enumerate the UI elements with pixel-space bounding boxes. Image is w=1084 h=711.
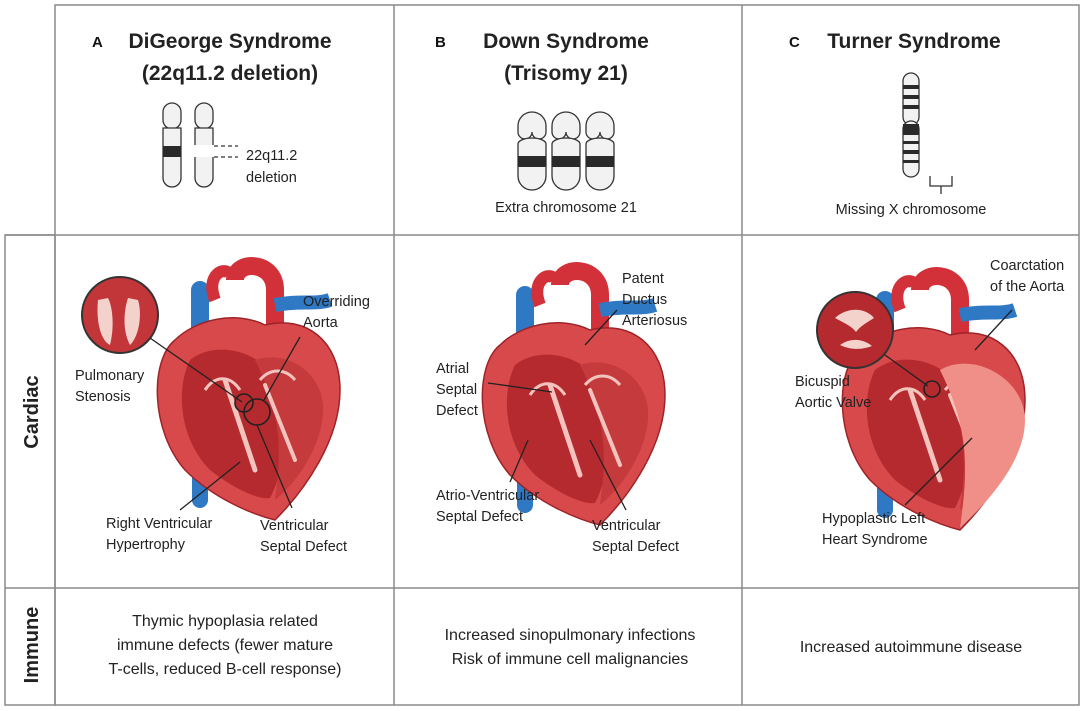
column-b-letter: B: [435, 34, 446, 51]
column-a-header: A DiGeorge Syndrome (22q11.2 deletion) 2…: [92, 30, 332, 188]
column-c-letter: C: [789, 34, 800, 51]
label-coarct-1: Coarctation: [990, 258, 1064, 274]
extra-chromosome-label: Extra chromosome 21: [495, 200, 637, 216]
heart-diagram-turner: Coarctation of the Aorta Bicuspid Aortic…: [795, 258, 1065, 548]
label-hlhs-2: Heart Syndrome: [822, 532, 928, 548]
immune-c-line-1: Increased autoimmune disease: [800, 639, 1022, 656]
label-pda-2: Ductus: [622, 292, 667, 308]
immune-a-line-1: Thymic hypoplasia related: [132, 613, 318, 630]
label-asd-2: Septal: [436, 382, 477, 398]
heart-diagram-down: Patent Ductus Arteriosus Atrial Septal D…: [436, 271, 687, 555]
label-avsd-1: Atrio-Ventricular: [436, 488, 539, 504]
label-hlhs-1: Hypoplastic Left: [822, 511, 925, 527]
label-avsd-2: Septal Defect: [436, 509, 523, 525]
label-bicuspid-1: Bicuspid: [795, 374, 850, 390]
chromosome-21-icon: [517, 111, 547, 191]
label-vsd-2: Septal Defect: [592, 539, 679, 555]
chromosome-22-deleted-icon: [194, 102, 214, 188]
deletion-label-2: deletion: [246, 170, 297, 186]
heart-diagram-digeorge: Pulmonary Stenosis Overriding Aorta Righ…: [75, 266, 370, 555]
chromosome-22-normal-icon: [162, 102, 182, 188]
chromosome-21-extra-icon: [585, 111, 615, 191]
column-a-title: DiGeorge Syndrome: [128, 30, 331, 53]
aortic-valve-zoom-icon: [816, 291, 894, 369]
pulmonary-valve-zoom-icon: [81, 276, 159, 354]
label-pda-3: Arteriosus: [622, 313, 687, 329]
label-vsd-1: Ventricular: [260, 518, 329, 534]
label-asd-1: Atrial: [436, 361, 469, 377]
label-overriding-aorta-2: Aorta: [303, 315, 339, 331]
label-rvh-2: Hypertrophy: [106, 537, 186, 553]
x-chromosome-icon: [902, 72, 920, 178]
column-c-title: Turner Syndrome: [827, 30, 1000, 53]
label-asd-3: Defect: [436, 403, 478, 419]
label-pulmonary-stenosis-2: Stenosis: [75, 389, 131, 405]
chromosome-21-icon: [551, 111, 581, 191]
column-b-subtitle: (Trisomy 21): [504, 62, 628, 85]
immune-a-line-2: immune defects (fewer mature: [117, 637, 333, 654]
label-vsd-2: Septal Defect: [260, 539, 347, 555]
label-pda-1: Patent: [622, 271, 664, 287]
deletion-label-1: 22q11.2: [246, 148, 297, 164]
column-a-subtitle: (22q11.2 deletion): [142, 62, 318, 85]
missing-chromosome-bracket: [929, 176, 953, 194]
table-grid: [4, 4, 1080, 706]
bicuspid-valve-marker: [923, 380, 941, 398]
immune-b-line-1: Increased sinopulmonary infections: [445, 627, 696, 644]
immune-a-line-3: T-cells, reduced B-cell response): [109, 661, 342, 678]
row-label-cardiac: Cardiac: [21, 375, 43, 448]
column-a-letter: A: [92, 34, 103, 51]
column-b-header: B Down Syndrome (Trisomy 21) Extra chrom…: [435, 30, 649, 216]
column-b-title: Down Syndrome: [483, 30, 649, 53]
label-bicuspid-2: Aortic Valve: [795, 395, 871, 411]
missing-x-label: Missing X chromosome: [836, 202, 987, 218]
label-vsd-1: Ventricular: [592, 518, 661, 534]
label-overriding-aorta-1: Overriding: [303, 294, 370, 310]
immune-b-line-2: Risk of immune cell malignancies: [452, 651, 689, 668]
label-pulmonary-stenosis-1: Pulmonary: [75, 368, 145, 384]
column-c-header: C Turner Syndrome Missing X chromosome: [789, 30, 1001, 218]
label-coarct-2: of the Aorta: [990, 279, 1065, 295]
immune-row: Thymic hypoplasia related immune defects…: [109, 613, 1023, 678]
row-label-immune: Immune: [21, 607, 43, 684]
label-rvh-1: Right Ventricular: [106, 516, 213, 532]
